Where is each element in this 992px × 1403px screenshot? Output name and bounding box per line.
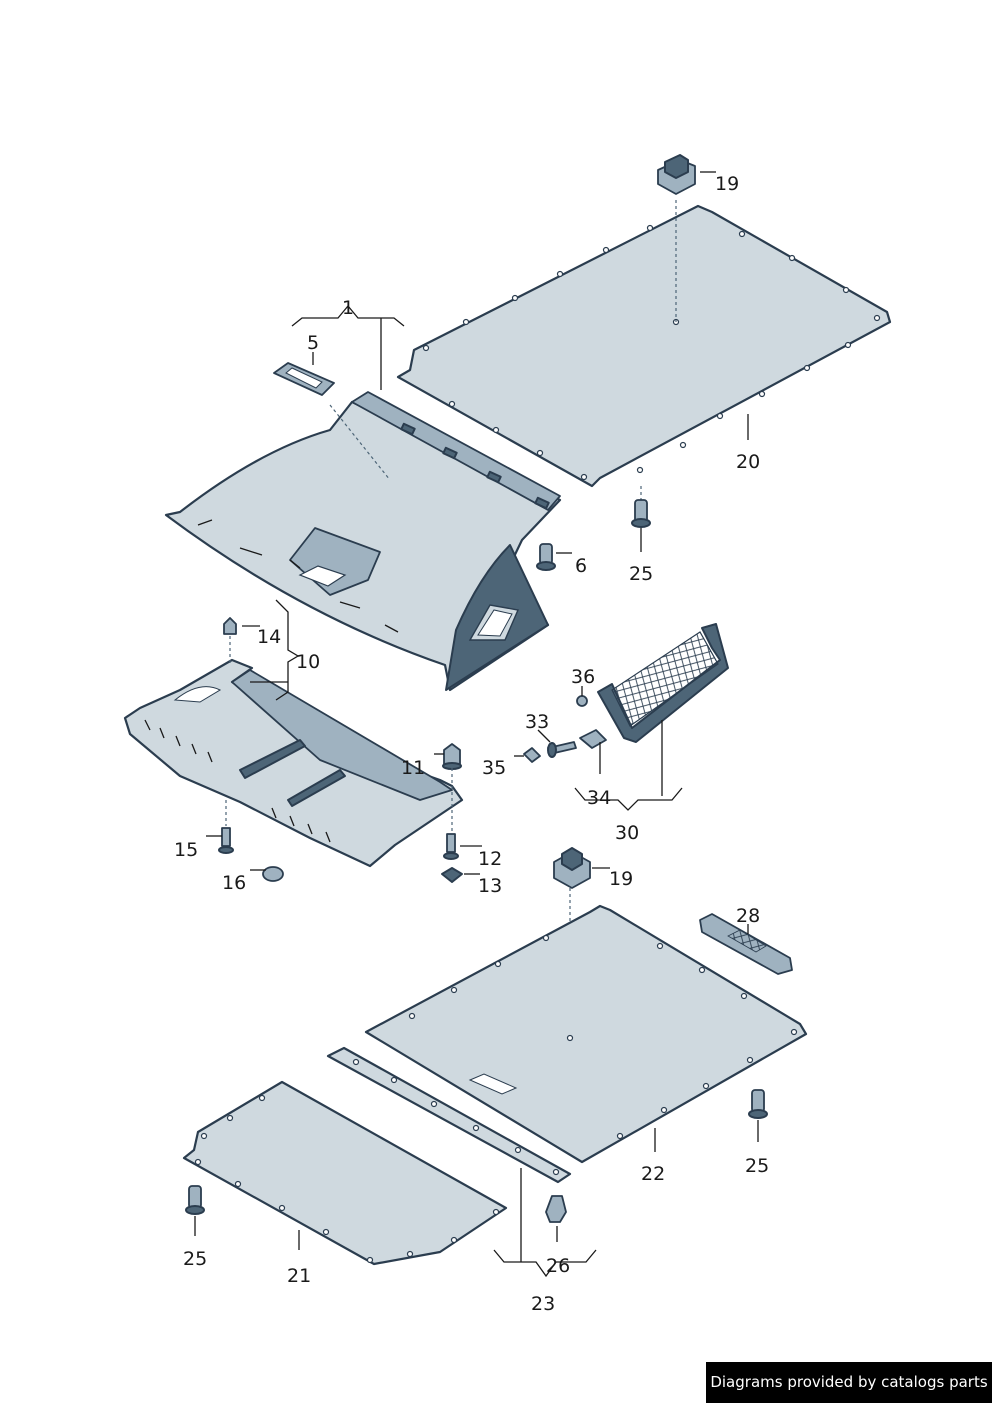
callout-labels: 1 5 6 10 11 12 13 14 15 16 19 19 20 21 2… <box>174 173 769 1315</box>
callout-25-right: 25 <box>745 1155 769 1177</box>
callout-28: 28 <box>736 905 760 927</box>
callout-34: 34 <box>587 787 611 809</box>
part-19-clip-lower <box>553 847 591 889</box>
callout-25-upper: 25 <box>629 563 653 585</box>
callout-6: 6 <box>575 555 587 577</box>
part-14-clip <box>223 617 237 635</box>
callout-23: 23 <box>531 1293 555 1315</box>
part-33-screw <box>547 741 577 758</box>
part-12-screw <box>443 833 459 860</box>
callout-35: 35 <box>482 757 506 779</box>
callout-5: 5 <box>307 332 319 354</box>
part-13-nut <box>441 867 463 883</box>
callout-19-lower: 19 <box>609 868 633 890</box>
callout-33: 33 <box>525 711 549 733</box>
part-11-clip <box>442 743 462 770</box>
part-19-clip-top <box>657 154 696 195</box>
part-15-screw <box>218 827 234 854</box>
callout-25-left: 25 <box>183 1248 207 1270</box>
part-25-rivet-left <box>185 1185 205 1215</box>
callout-26: 26 <box>546 1255 570 1277</box>
callout-15: 15 <box>174 839 198 861</box>
part-28-handle <box>699 913 793 975</box>
callout-14: 14 <box>257 626 281 648</box>
callout-16: 16 <box>222 872 246 894</box>
callout-22: 22 <box>641 1163 665 1185</box>
callout-13: 13 <box>478 875 502 897</box>
part-10-trim-panel <box>123 658 464 868</box>
part-35-clip <box>523 747 541 763</box>
callout-20: 20 <box>736 451 760 473</box>
callout-36: 36 <box>571 666 595 688</box>
callout-12: 12 <box>478 848 502 870</box>
part-22-floor-panel <box>364 904 808 1164</box>
part-16-plug <box>262 866 284 882</box>
part-30-net <box>597 623 729 743</box>
callout-21: 21 <box>287 1265 311 1287</box>
part-34-bracket <box>579 729 607 749</box>
part-5-cover <box>273 362 335 396</box>
callout-11: 11 <box>401 757 425 779</box>
part-25-rivet-upper <box>631 499 651 528</box>
leader-lines <box>194 171 759 1278</box>
part-36-screw <box>576 695 588 707</box>
part-26-clip <box>545 1195 567 1223</box>
callout-1: 1 <box>342 297 354 319</box>
callout-19-top: 19 <box>715 173 739 195</box>
callout-10: 10 <box>296 651 320 673</box>
part-1-shelf-panel <box>164 391 562 692</box>
part-23-strip <box>326 1046 572 1184</box>
part-21-floor-panel <box>182 1080 508 1266</box>
watermark-banner: Diagrams provided by catalogs parts <box>706 1362 992 1403</box>
part-6-rivet <box>536 543 556 571</box>
part-25-rivet-right <box>748 1089 768 1119</box>
callout-30: 30 <box>615 822 639 844</box>
part-20-floor-panel <box>396 204 892 488</box>
